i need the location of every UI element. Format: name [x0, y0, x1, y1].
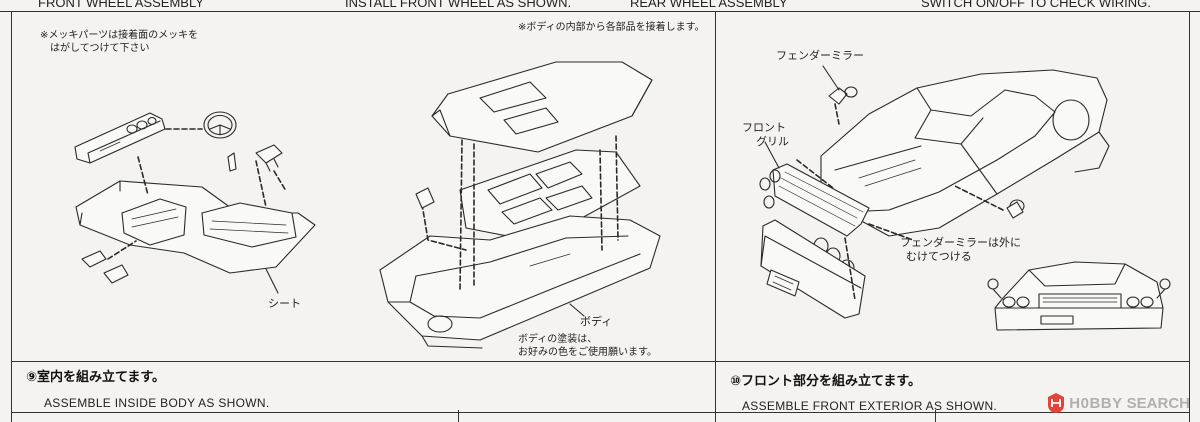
- license-plate-part: [766, 269, 800, 297]
- top-caption-check-wiring: SWITCH ON/OFF TO CHECK WIRING.: [921, 0, 1151, 10]
- front-exterior-illustration: [759, 65, 1110, 319]
- note-paint-line1: ボディの塗装は、: [518, 334, 598, 345]
- note-mirror-outward-line2: むけてつける: [906, 250, 972, 263]
- interior-parts-illustration: [74, 111, 316, 294]
- fender-mirror-part-side: [954, 185, 1025, 219]
- label-front-grille-line1: フロント: [742, 121, 786, 134]
- top-caption-front-wheel: FRONT WHEEL ASSEMBLY: [38, 0, 204, 10]
- note-chrome-line2: はがしてつけて下さい: [50, 43, 150, 54]
- label-body: ボディ: [580, 315, 613, 328]
- body-shell-part: [379, 215, 661, 349]
- roof-panel-part: [431, 61, 653, 153]
- top-border: [0, 11, 1200, 12]
- step10-title: ⑩フロント部分を組み立てます。: [730, 374, 922, 389]
- step10-subtitle: ASSEMBLE FRONT EXTERIOR AS SHOWN.: [742, 399, 998, 413]
- steering-wheel-part: [203, 111, 237, 139]
- step9-subtitle: ASSEMBLE INSIDE BODY AS SHOWN.: [44, 396, 270, 410]
- watermark-logo-icon: [1048, 393, 1065, 413]
- note-mirror-outward-line1: フェンダーミラーは外に: [900, 236, 1021, 249]
- label-front-grille-line2: グリル: [756, 135, 789, 148]
- note-paint-line2: お好みの色をご使用願います。: [518, 347, 657, 358]
- front-grille-part: [759, 163, 870, 237]
- dashboard-part: [74, 112, 166, 164]
- body-exploded-illustration: [379, 61, 661, 349]
- caption-separator: [11, 361, 1190, 362]
- interior-tub-part: [459, 149, 641, 243]
- note-chrome-line1: ※メッキパーツは接着面のメッキを: [40, 30, 199, 41]
- panel-divider: [715, 11, 716, 422]
- top-caption-install-front-wheel: INSTALL FRONT WHEEL AS SHOWN.: [345, 0, 572, 10]
- watermark-search: SEARCH: [1126, 394, 1190, 412]
- label-fender-mirror: フェンダーミラー: [776, 49, 864, 62]
- watermark-brand: H0BBY: [1069, 394, 1123, 412]
- rear-seat-part: [201, 202, 297, 248]
- panel-left-border: [11, 11, 12, 422]
- front-bumper-part: [760, 219, 866, 319]
- label-seat: シート: [268, 297, 301, 310]
- panel-right-border: [1189, 11, 1190, 422]
- top-caption-rear-wheel: REAR WHEEL ASSEMBLY: [630, 0, 788, 10]
- fender-mirror-part-top: [828, 86, 858, 125]
- floor-pan-part: [75, 180, 316, 274]
- watermark: H0BBY SEARCH: [1047, 391, 1190, 415]
- front-view-inset: [987, 261, 1171, 331]
- step9-title: ⑨室内を組み立てます。: [26, 370, 166, 385]
- bottom-line: [11, 412, 1190, 413]
- note-body-inside: ※ボディの内部から各部品を接着します。: [518, 22, 705, 33]
- front-seat-part: [121, 198, 187, 246]
- bottom-tick-2: [935, 410, 936, 422]
- bottom-tick-1: [458, 410, 459, 422]
